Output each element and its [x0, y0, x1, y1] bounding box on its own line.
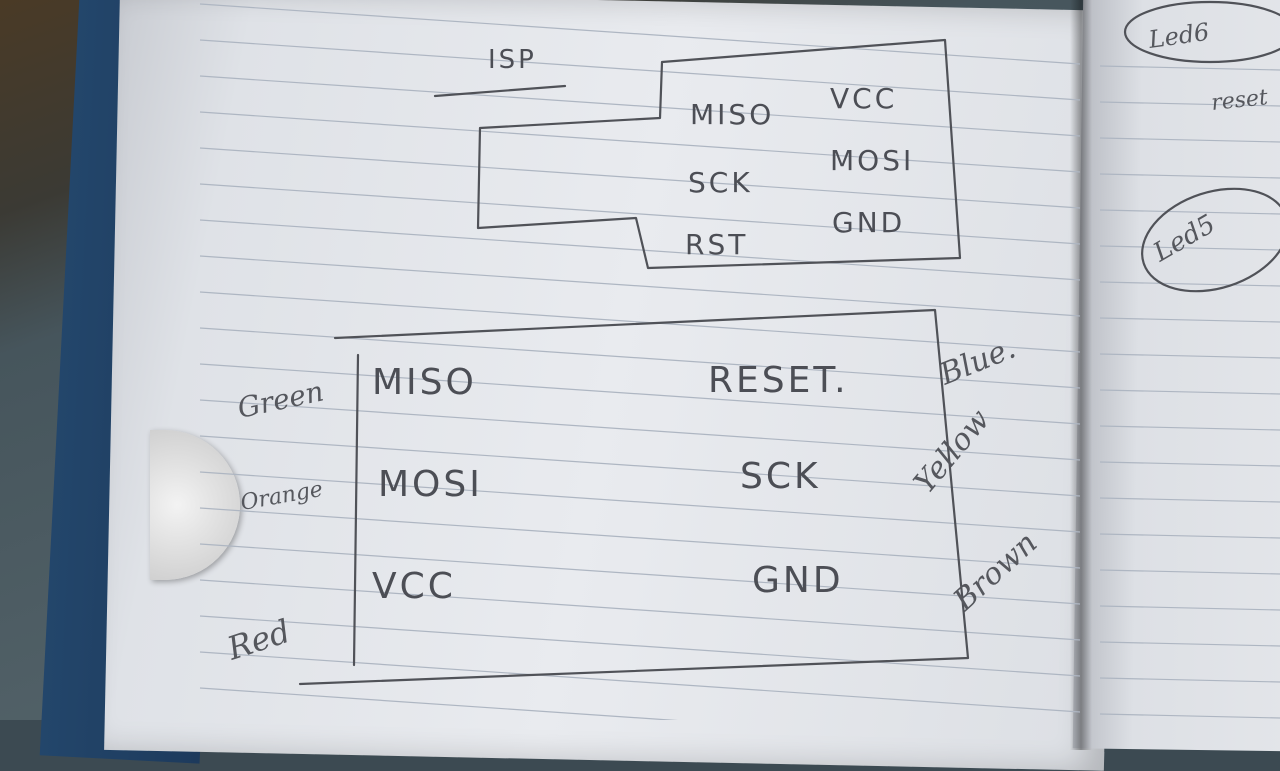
isp-title-underline: [433, 84, 567, 98]
ruled-line-right: [1099, 281, 1280, 287]
ruled-line: [199, 75, 1081, 137]
ruled-line: [199, 615, 1081, 677]
ruled-line: [199, 579, 1081, 641]
ruled-line-right: [1099, 533, 1280, 539]
ruled-line-right: [1099, 137, 1280, 143]
ruled-line: [199, 687, 679, 720]
ruled-line-right: [1099, 245, 1280, 251]
board-pin-left-1: MISO: [372, 362, 477, 403]
ruled-line: [199, 3, 1081, 65]
ruled-line-right: [1099, 677, 1280, 683]
ruled-line: [199, 471, 1081, 533]
ruled-line-right: [1099, 569, 1280, 575]
ruled-line-right: [1099, 713, 1280, 719]
wire-color-left-3: Red: [222, 612, 295, 668]
ruled-line-right: [1099, 173, 1280, 179]
board-pin-left-2: MOSI: [378, 464, 483, 505]
ruled-line-right: [1099, 389, 1280, 395]
wire-color-left-1: Green: [235, 374, 327, 424]
board-outline: [298, 308, 970, 686]
ruled-line: [199, 183, 1081, 245]
ruled-line: [199, 111, 1081, 173]
board-pin-left-3: VCC: [372, 566, 456, 607]
ruled-line: [199, 399, 1081, 461]
ruled-line: [199, 507, 1081, 569]
ruled-line: [199, 39, 1081, 101]
board-pin-right-1: RESET.: [708, 360, 849, 401]
board-pin-right-2: SCK: [740, 456, 821, 497]
ruled-line: [199, 219, 1081, 281]
isp-title: ISP: [488, 45, 537, 75]
ruled-line-right: [1099, 497, 1280, 503]
note-bubble-top: [1123, 0, 1280, 64]
notebook-gutter: [1070, 0, 1092, 750]
sketch-layer: ISP MISO SCK RST VCC MOSI GND MISO MOSI …: [199, 0, 1280, 720]
isp-pin-right-2: MOSI: [830, 144, 914, 177]
isp-connector-outline: [476, 38, 962, 270]
right-note-1: Led6: [1146, 18, 1211, 54]
wire-color-left-2: Orange: [239, 477, 325, 516]
ruled-line: [199, 363, 1081, 425]
ruled-lines: [199, 3, 1280, 720]
ruled-line: [199, 543, 1081, 605]
isp-pin-right-3: GND: [832, 206, 905, 239]
isp-pin-left-1: MISO: [690, 98, 774, 131]
isp-pin-left-3: RST: [685, 228, 748, 261]
board-pin-right-3: GND: [752, 560, 844, 601]
ruled-line-right: [1099, 605, 1280, 611]
ruled-line: [199, 291, 1081, 353]
ruled-line-right: [1099, 641, 1280, 647]
board-left-edge: [352, 353, 360, 667]
ruled-line-right: [1099, 65, 1280, 71]
ruled-line-right: [1099, 353, 1280, 359]
ruled-line: [199, 255, 1081, 317]
isp-pin-right-1: VCC: [830, 82, 897, 115]
ruled-line-right: [1099, 317, 1280, 323]
ruled-line: [199, 651, 1081, 713]
isp-pin-left-2: SCK: [688, 166, 753, 199]
ruled-line-right: [1099, 461, 1280, 467]
note-bubble-bottom: [1141, 187, 1280, 293]
ruled-line-right: [1099, 101, 1280, 107]
ruled-line: [199, 435, 1081, 497]
ruled-line-right: [1099, 209, 1280, 215]
ruled-line: [199, 147, 1081, 209]
right-note-2: reset: [1210, 85, 1269, 116]
ruled-line-right: [1099, 425, 1280, 431]
